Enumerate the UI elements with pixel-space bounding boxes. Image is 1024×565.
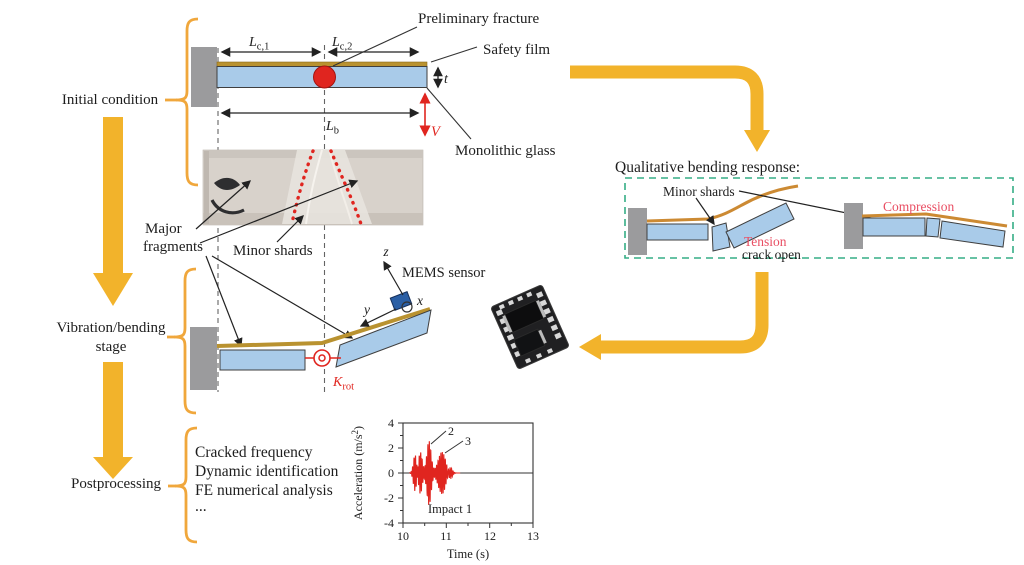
arrow-major-photo-2	[199, 179, 359, 244]
specimen-photo	[202, 149, 424, 226]
callout-line-film	[430, 46, 478, 63]
arrow-major-beam-1	[205, 255, 243, 348]
flow-step1-label: Initial condition	[62, 92, 159, 108]
dim-velocity-label: V	[431, 124, 442, 140]
ytick-label: 4	[388, 416, 394, 430]
safety-film-bend-left	[646, 184, 799, 223]
compressed-beam-piece3	[939, 220, 1006, 248]
axis-z-arrow	[383, 260, 404, 296]
bending-response-title: Qualitative bending response:	[615, 159, 800, 176]
chart-xlabel: Time (s)	[447, 547, 489, 561]
xtick-label: 12	[484, 529, 496, 543]
xtick-label: 11	[440, 529, 452, 543]
callout-glass-label: Monolithic glass	[455, 143, 556, 159]
callout-line-glass	[426, 87, 472, 140]
mems-chip-photo	[491, 285, 569, 369]
dimension-arrows	[220, 47, 443, 118]
axis-origin-marker	[401, 301, 413, 313]
axis-y-arrow	[359, 308, 397, 327]
ytick-label: -4	[384, 516, 394, 530]
dim-lc1-label: Lc,1	[248, 35, 269, 53]
ytick-label: -2	[384, 491, 394, 505]
support-wall-initial	[191, 47, 217, 107]
arrow-major-photo-1	[195, 180, 252, 230]
postprocessing-item: Dynamic identification	[195, 463, 339, 480]
callout-lines	[332, 26, 478, 140]
postprocessing-item: ...	[195, 498, 207, 515]
acceleration-chart: 4 2 0 -2 -4 10 11 12 13 Acceleration (m/…	[350, 416, 539, 561]
callout-fracture-label: Preliminary fracture	[418, 11, 540, 27]
brace-postprocessing	[174, 426, 198, 544]
rotational-spring	[305, 349, 341, 367]
mems-sensor-box	[389, 291, 413, 311]
bending-left-diagram	[628, 184, 799, 255]
dim-lb-label: Lb	[325, 119, 339, 137]
bending-response-box	[624, 177, 1014, 259]
bend-beam-tilted	[725, 202, 795, 249]
beam-piece-left	[219, 349, 306, 371]
section-braces	[165, 17, 199, 544]
beam-piece-tilted	[335, 309, 432, 368]
major-fragments-label-line2: fragments	[143, 239, 203, 255]
flow-step2-label-line2: stage	[96, 339, 127, 355]
callout-line-fracture	[332, 26, 418, 67]
dim-lc2-label: Lc,2	[331, 35, 352, 53]
flow-down-arrow-1	[93, 117, 133, 306]
flow-elbow-arrow-right	[570, 65, 770, 152]
crack-path-right	[329, 149, 363, 226]
flow-down-arrow-2	[93, 362, 133, 479]
minor-shard-wedge	[711, 222, 731, 252]
bending-right-diagram	[844, 203, 1008, 249]
xtick-label: 13	[527, 529, 539, 543]
clamp-fragment-dark	[214, 177, 240, 190]
callout-film-label: Safety film	[483, 42, 550, 58]
acceleration-waveform	[409, 441, 461, 505]
annotation-3-label: 3	[465, 434, 471, 448]
support-wall-bend-left	[628, 208, 647, 255]
axis-x-label: x	[416, 293, 423, 308]
ytick-label: 2	[388, 441, 394, 455]
dim-thickness-label: t	[444, 72, 449, 87]
clamp-fragment-curl	[210, 199, 245, 215]
arrow-major-beam-2	[211, 255, 354, 339]
postprocessing-list: Cracked frequency Dynamic identification…	[195, 444, 339, 515]
preliminary-fracture-marker	[313, 65, 336, 89]
tension-label: Tension	[744, 234, 787, 249]
chart-ticks	[398, 422, 534, 528]
annotation-3-line	[444, 440, 464, 454]
chart-ylabel: Acceleration (m/s2)	[350, 426, 365, 520]
bending-minor-shards-label: Minor shards	[663, 184, 735, 199]
annotation-2-label: 2	[448, 424, 454, 438]
impact-1-label: Impact 1	[428, 502, 472, 516]
ytick-label: 0	[388, 466, 394, 480]
crack-path-left	[290, 149, 315, 225]
postprocessing-item: Cracked frequency	[195, 444, 313, 461]
minor-shards-label: Minor shards	[233, 243, 313, 259]
fragment-pointer-arrows	[195, 179, 359, 348]
flow-elbow-arrow-return	[579, 272, 769, 360]
arrow-minor-shards-wedge	[695, 197, 715, 226]
major-fragments-label-line1: Major	[145, 221, 182, 237]
postprocessing-item: FE numerical analysis	[195, 482, 333, 499]
xtick-label: 10	[397, 529, 409, 543]
compressed-beam-piece2	[925, 217, 941, 238]
annotation-2-line	[430, 430, 447, 445]
arrow-minor-shards	[276, 215, 304, 243]
compressed-beam-piece1	[862, 217, 926, 237]
flow-step2-label-line1: Vibration/bending	[56, 320, 166, 336]
bend-beam-left	[646, 223, 709, 241]
safety-film-vibration	[216, 307, 431, 348]
crack-open-label: crack open	[742, 247, 801, 262]
safety-film-bend-right	[861, 212, 1008, 228]
axis-z-label: z	[382, 244, 389, 259]
spring-stiffness-label: Krot	[332, 375, 354, 393]
support-wall-vibration	[190, 327, 217, 390]
mems-sensor-label: MEMS sensor	[402, 265, 486, 281]
axis-y-label: y	[362, 302, 370, 317]
support-wall-bend-right	[844, 203, 863, 249]
flow-step3-label: Postprocessing	[71, 476, 162, 492]
compression-label: Compression	[883, 199, 955, 214]
